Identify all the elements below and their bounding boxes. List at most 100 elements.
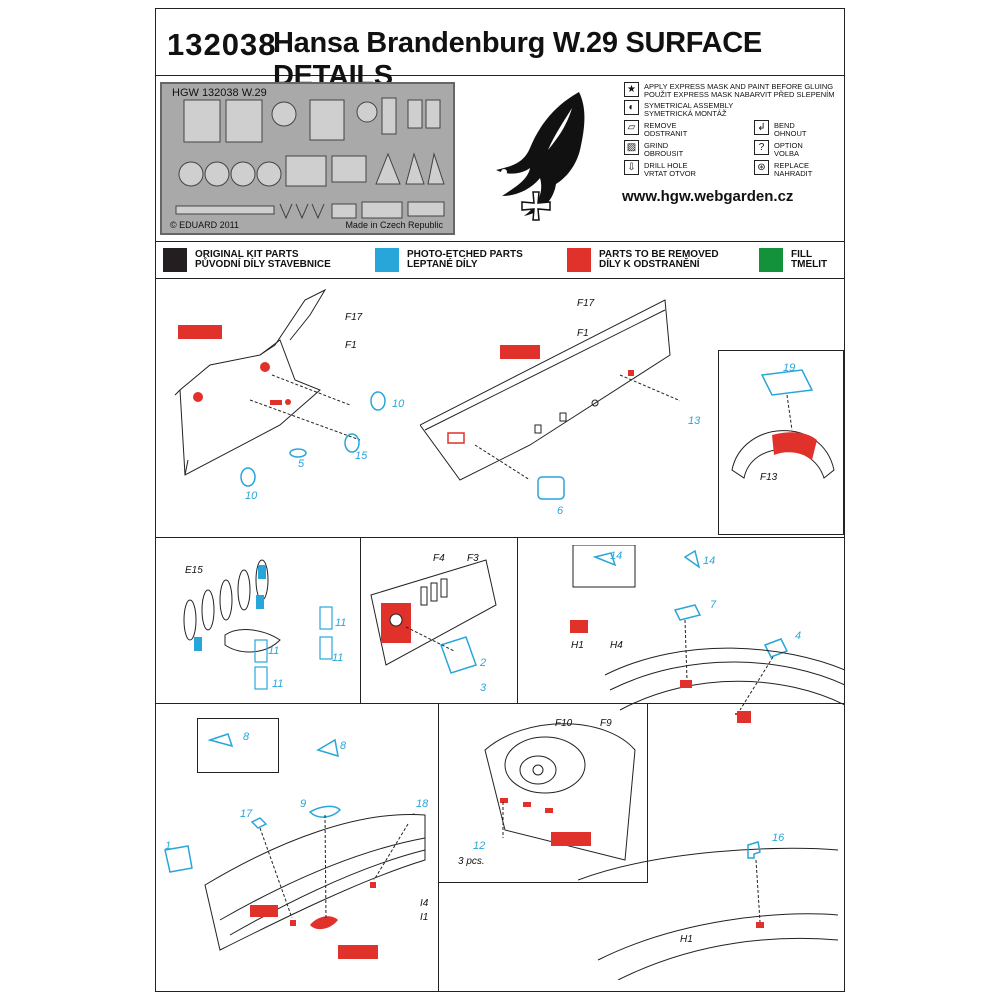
legend-grind-2: OBROUSIT bbox=[644, 149, 684, 158]
step2-part-13: 13 bbox=[688, 415, 701, 427]
step4-kit-e15: E15 bbox=[185, 565, 203, 576]
legend-sym-2: SYMETRICKÁ MONTÁŽ bbox=[644, 109, 727, 118]
step4-part-11d: 11 bbox=[272, 678, 284, 690]
legend-bend-1: BEND bbox=[774, 121, 795, 130]
step1-kit-f1: F1 bbox=[345, 340, 357, 351]
legend-remove-1: REMOVE bbox=[644, 121, 677, 130]
step2-drawing bbox=[420, 299, 680, 500]
step6-drawing bbox=[570, 545, 845, 715]
step4-part-11b: 11 bbox=[332, 652, 344, 664]
grind-icon: ▨ bbox=[624, 140, 639, 155]
step1-part-10: 10 bbox=[392, 398, 405, 410]
step7-part-17: 17 bbox=[240, 808, 253, 820]
instruction-sheet-frame bbox=[155, 8, 845, 992]
fret-label: HGW 132038 W.29 bbox=[172, 87, 267, 99]
photo-etch-fret: HGW 132038 W.29 © EDUARD 20 bbox=[160, 82, 455, 235]
grid-divider bbox=[517, 537, 518, 703]
grid-divider bbox=[438, 703, 439, 992]
title-bar: 132038 Hansa Brandenburg W.29 SURFACE DE… bbox=[155, 8, 845, 92]
step7-part-1: 1 bbox=[165, 840, 172, 852]
step6-kit-h1: H1 bbox=[571, 640, 584, 651]
step1-kit-f17: F17 bbox=[345, 312, 363, 323]
step2-kit-f1: F1 bbox=[577, 328, 589, 339]
step6-part-7: 7 bbox=[710, 599, 717, 611]
step6-kit-h4: H4 bbox=[610, 640, 623, 651]
step3-part-19: 19 bbox=[783, 362, 796, 374]
step7-inset bbox=[197, 718, 279, 773]
step4-drawing bbox=[183, 559, 333, 690]
step8-kit-f10: F10 bbox=[555, 718, 573, 729]
step9-drawing bbox=[578, 841, 838, 980]
legend-drill-1: DRILL HOLE bbox=[644, 161, 688, 170]
symmetrical-icon: ◐ bbox=[624, 100, 639, 115]
step1-part-5: 5 bbox=[298, 458, 305, 470]
step8-part-12: 12 bbox=[473, 840, 486, 852]
legend-drill-2: VRTAT OTVOR bbox=[644, 169, 696, 178]
bend-icon: ↲ bbox=[754, 120, 769, 135]
step6-remove-mark bbox=[737, 711, 751, 723]
step9-kit-h1: H1 bbox=[680, 934, 693, 945]
fret-made-in: Made in Czech Republic bbox=[345, 220, 443, 230]
step8-kit-f9: F9 bbox=[600, 718, 612, 729]
step3-drawing bbox=[731, 369, 835, 479]
replace-icon: ⊛ bbox=[754, 160, 769, 175]
legend-mask-1: APPLY EXPRESS MASK AND PAINT BEFORE GLUI… bbox=[644, 82, 834, 91]
step1-drawing bbox=[174, 288, 386, 487]
legend-mask-2: POUŽIT EXPRESS MASK NABARVIT PŘED SLEPEN… bbox=[644, 90, 835, 99]
step4-part-11c: 11 bbox=[268, 645, 280, 657]
legend-sym-1: SYMETRICAL ASSEMBLY bbox=[644, 101, 734, 110]
step7-kit-i1: I1 bbox=[420, 912, 429, 923]
step8-quantity: 3 pcs. bbox=[458, 856, 485, 867]
step7-part-8b: 8 bbox=[340, 740, 347, 752]
step7-part-9: 9 bbox=[300, 798, 307, 810]
website-url: www.hgw.webgarden.cz bbox=[622, 188, 794, 205]
step7-drawing bbox=[164, 733, 426, 951]
legend-replace-1: REPLACE bbox=[774, 161, 810, 170]
step9-part-16: 16 bbox=[772, 832, 785, 844]
fill-swatch bbox=[759, 248, 783, 272]
remove-swatch bbox=[567, 248, 591, 272]
mask-paint-icon: ★ bbox=[624, 82, 639, 97]
step6-part-4: 4 bbox=[795, 630, 802, 642]
step5-kit-f4: F4 bbox=[433, 553, 445, 564]
step2-kit-f17: F17 bbox=[577, 298, 595, 309]
fret-copyright: © EDUARD 2011 bbox=[170, 220, 239, 230]
step5-part-3: 3 bbox=[480, 682, 487, 694]
legend-bend-2: OHNOUT bbox=[774, 129, 807, 138]
step7-remove-swatch bbox=[338, 945, 378, 959]
legend-option-1: OPTION bbox=[774, 141, 803, 150]
product-code: 132038 bbox=[167, 27, 277, 62]
step3-kit-f13: F13 bbox=[760, 472, 778, 483]
legend-replace-2: NAHRADIT bbox=[774, 169, 813, 178]
step8-drawing bbox=[484, 723, 636, 861]
step3-inset bbox=[718, 350, 844, 535]
photo-etched-swatch bbox=[375, 248, 399, 272]
original-kit-swatch bbox=[163, 248, 187, 272]
legend-grind-1: GRIND bbox=[644, 141, 669, 150]
eagle-emblem-icon bbox=[496, 92, 585, 221]
grid-divider bbox=[360, 537, 361, 703]
step5-kit-f3: F3 bbox=[467, 553, 479, 564]
step7-kit-i4: I4 bbox=[420, 898, 429, 909]
option-icon: ? bbox=[754, 140, 769, 155]
grid-divider bbox=[155, 537, 845, 538]
step1-part-15: 15 bbox=[355, 450, 368, 462]
step6-part-14b: 14 bbox=[703, 555, 716, 567]
step4-part-11a: 11 bbox=[335, 617, 347, 629]
step2-part-6: 6 bbox=[557, 505, 564, 517]
drill-icon: ⇩ bbox=[624, 160, 639, 175]
remove-icon: ▱ bbox=[624, 120, 639, 135]
fret-drawing bbox=[175, 97, 445, 220]
step5-drawing bbox=[370, 559, 497, 674]
step5-part-2: 2 bbox=[480, 657, 487, 669]
step8-inset bbox=[438, 703, 648, 883]
step7-part-18: 18 bbox=[416, 798, 429, 810]
legend-remove-2: ODSTRANIT bbox=[644, 129, 688, 138]
step7-part-8a: 8 bbox=[243, 731, 250, 743]
symbol-legend: ★ APPLY EXPRESS MASK AND PAINT BEFORE GL… bbox=[620, 78, 845, 208]
